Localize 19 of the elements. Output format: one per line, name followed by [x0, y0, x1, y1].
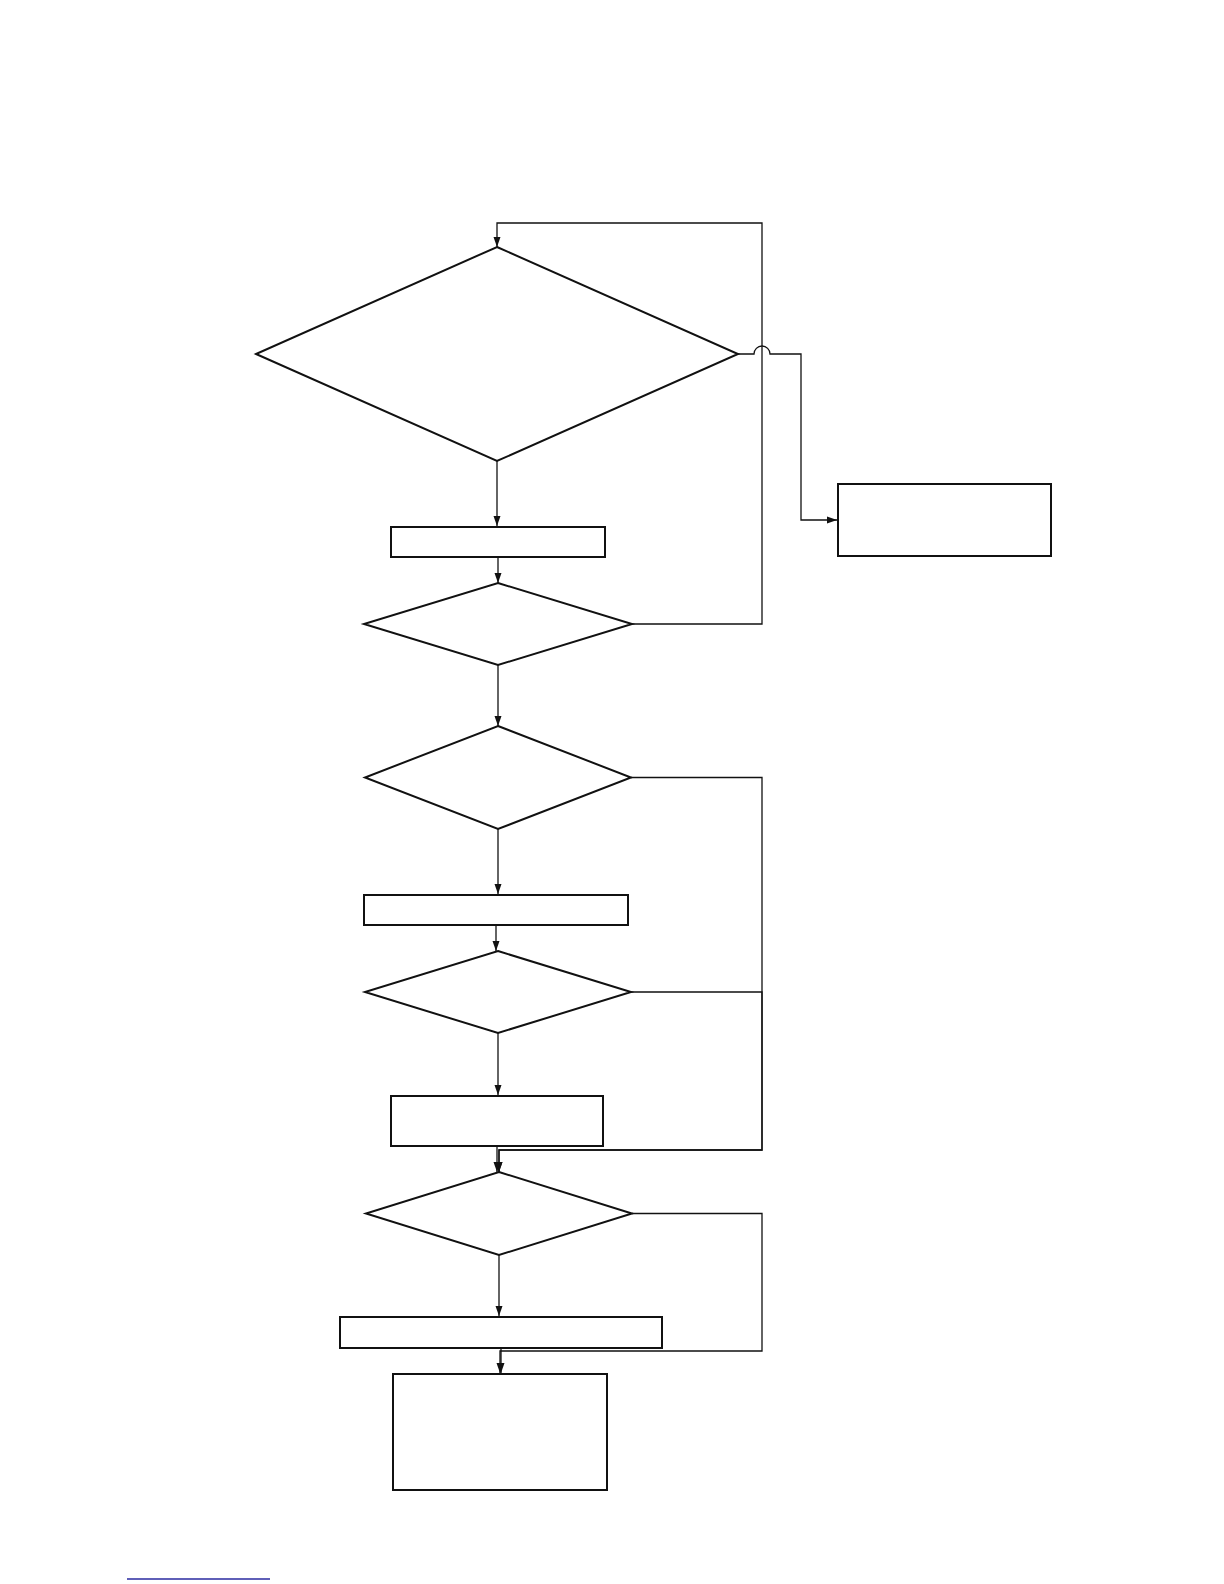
process-box — [339, 1316, 663, 1349]
arrow — [494, 557, 502, 584]
arrow — [493, 460, 501, 527]
arrow — [497, 1348, 505, 1374]
process-box — [363, 894, 629, 926]
arrow — [494, 1032, 502, 1096]
process-box — [390, 1095, 604, 1147]
arrow — [493, 222, 763, 625]
process-box — [390, 526, 606, 558]
arrow — [494, 664, 502, 727]
arrow — [494, 828, 502, 895]
arrow — [492, 925, 500, 952]
process-box — [837, 483, 1052, 557]
arrow — [495, 991, 763, 1173]
arrow — [737, 345, 838, 524]
arrow — [495, 1254, 503, 1317]
arrow — [493, 1146, 501, 1173]
process-box — [392, 1373, 608, 1491]
arrow — [496, 1212, 763, 1374]
